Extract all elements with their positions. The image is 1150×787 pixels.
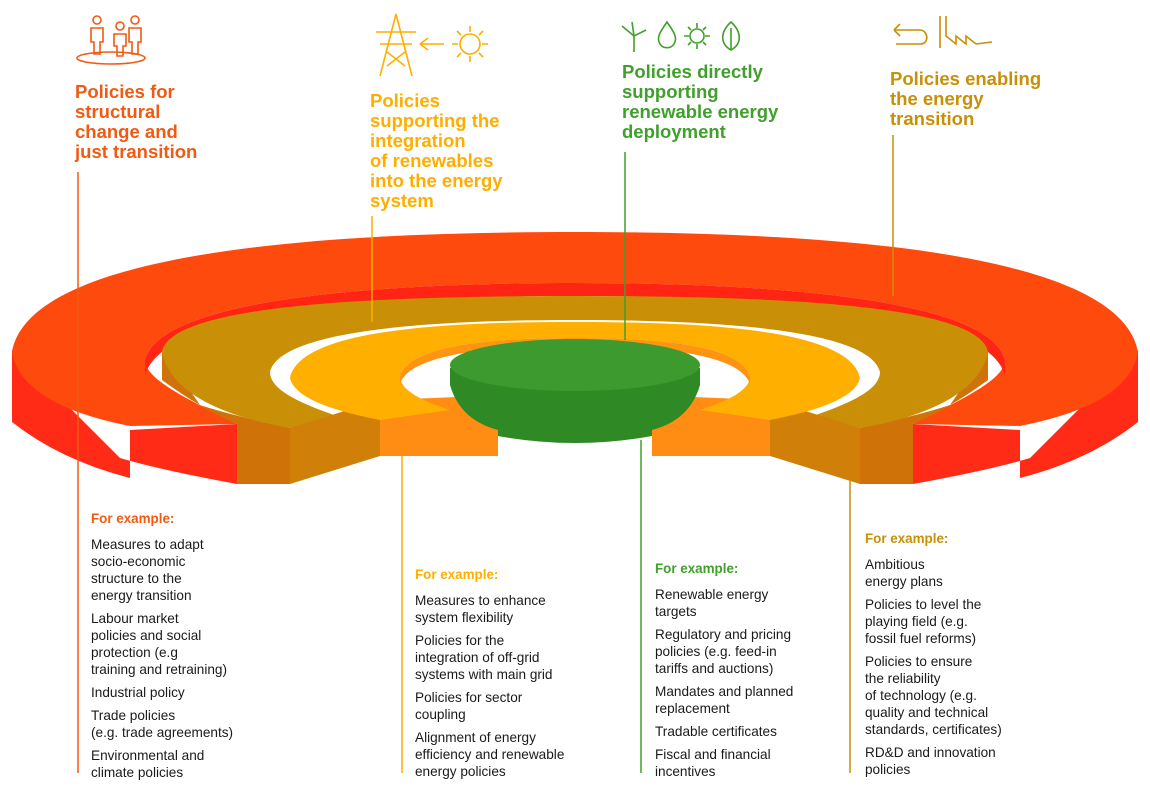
list-item: Alignment of energy efficiency and renew… bbox=[415, 730, 565, 779]
yellow-ring-top bbox=[290, 322, 860, 420]
list-item: Labour market policies and social protec… bbox=[91, 611, 228, 677]
heading-deployment: Policies directly supporting renewable e… bbox=[622, 61, 779, 142]
list-item: Fiscal and financial incentives bbox=[655, 747, 771, 779]
for-example-label: For example: bbox=[865, 531, 949, 546]
leaf-icon bbox=[721, 20, 741, 51]
list-item: Policies to level the playing field (e.g… bbox=[865, 597, 982, 646]
examples-col-3: For example: Renewable energy targets Re… bbox=[655, 560, 845, 786]
sun-icon bbox=[684, 23, 710, 49]
list-item: Renewable energy targets bbox=[655, 587, 769, 619]
power-pylon-icon bbox=[376, 13, 416, 77]
example-list: Measures to enhance system flexibility P… bbox=[415, 592, 615, 780]
list-item: Environmental and climate policies bbox=[91, 748, 205, 780]
water-drop-icon bbox=[657, 20, 677, 49]
list-item: Tradable certificates bbox=[655, 724, 777, 739]
people-icon bbox=[76, 15, 146, 65]
return-arrow-icon bbox=[893, 23, 928, 45]
for-example-label: For example: bbox=[415, 567, 499, 582]
examples-col-4: For example: Ambitious energy plans Poli… bbox=[865, 530, 1065, 784]
example-list: Ambitious energy plans Policies to level… bbox=[865, 556, 1065, 778]
list-item: Trade policies (e.g. trade agreements) bbox=[91, 708, 234, 740]
examples-col-1: For example: Measures to adapt socio-eco… bbox=[91, 510, 291, 787]
list-item: Mandates and planned replacement bbox=[655, 684, 794, 716]
list-item: Measures to adapt socio-economic structu… bbox=[91, 537, 204, 603]
wind-turbine-icon bbox=[621, 21, 647, 52]
sun-icon bbox=[452, 26, 488, 62]
list-item: Ambitious energy plans bbox=[865, 557, 943, 589]
examples-col-2: For example: Measures to enhance system … bbox=[415, 566, 615, 786]
heading-enabling: Policies enabling the energy transition bbox=[890, 68, 1042, 129]
outer-ring-side bbox=[12, 350, 237, 496]
green-disc-top bbox=[450, 339, 700, 391]
heading-integration: Policies supporting the integration of r… bbox=[370, 90, 503, 211]
mustard-ring-top bbox=[162, 296, 988, 428]
factory-icon bbox=[939, 16, 993, 48]
list-item: Policies for the integration of off-grid… bbox=[415, 633, 553, 682]
mustard-block-left bbox=[290, 400, 380, 484]
list-item: Policies to ensure the reliability of te… bbox=[865, 654, 1002, 737]
mustard-ring-left-side bbox=[162, 350, 290, 484]
outer-ring-right-side bbox=[913, 350, 1138, 496]
list-item: Regulatory and pricing policies (e.g. fe… bbox=[655, 627, 792, 676]
outer-ring-top bbox=[12, 232, 1138, 426]
list-item: Industrial policy bbox=[91, 685, 185, 700]
arrow-left-icon bbox=[419, 37, 444, 51]
mustard-ring-right-side bbox=[860, 350, 988, 484]
heading-structural-change: Policies for structural change and just … bbox=[75, 81, 198, 162]
list-item: Measures to enhance system flexibility bbox=[415, 593, 546, 625]
list-item: Policies for sector coupling bbox=[415, 690, 523, 722]
mustard-block-right bbox=[770, 400, 860, 484]
example-list: Renewable energy targets Regulatory and … bbox=[655, 586, 845, 780]
for-example-label: For example: bbox=[655, 561, 739, 576]
for-example-label: For example: bbox=[91, 511, 175, 526]
example-list: Measures to adapt socio-economic structu… bbox=[91, 536, 291, 781]
